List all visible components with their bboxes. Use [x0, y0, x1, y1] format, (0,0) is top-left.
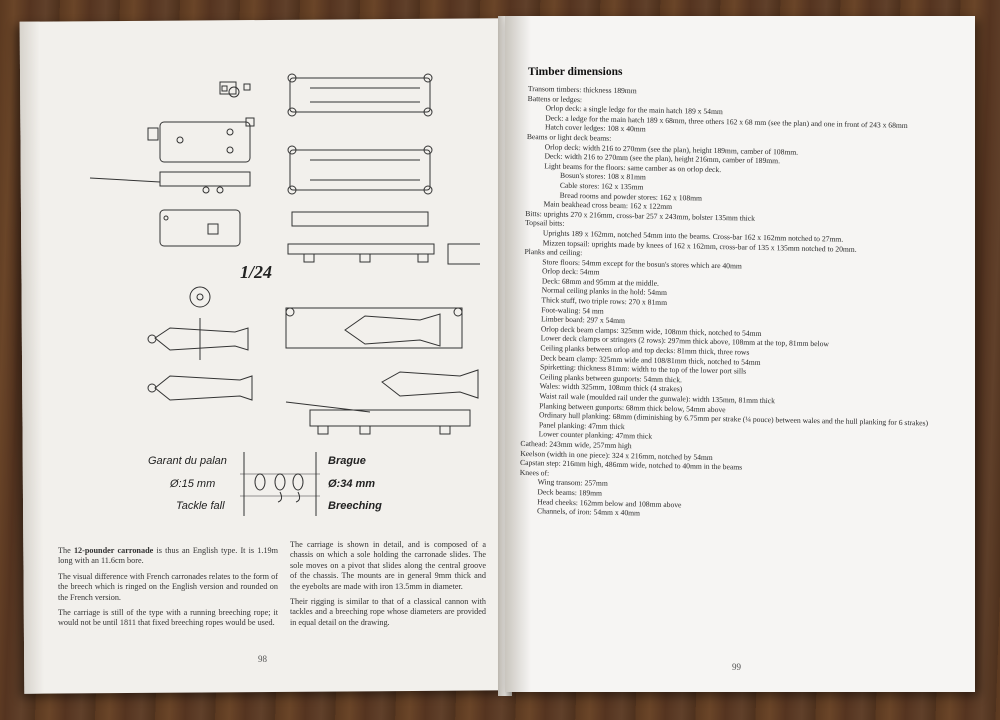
chassis-side-view — [159, 171, 251, 187]
legend-right-diameter: Ø:34 mm — [328, 478, 376, 490]
carriage-side-elevation — [309, 409, 471, 427]
legend-left-caption: Tackle fall — [176, 500, 225, 512]
legend-left-title: Garant du palan — [148, 455, 227, 467]
scale-label: 1/24 — [240, 262, 273, 282]
carriage-side-view — [291, 211, 429, 227]
trunnion-detail — [189, 286, 211, 308]
sole-plan — [159, 209, 241, 247]
carriage-second-view — [289, 149, 431, 191]
groove-section — [447, 243, 480, 265]
carriage-top-view — [289, 77, 431, 113]
carriage-base — [287, 243, 435, 255]
carronade-technical-drawings — [89, 73, 480, 435]
right-page — [505, 16, 975, 692]
carronade-on-carriage-side — [381, 369, 479, 399]
right-column-text: The carriage is shown in detail, and is … — [290, 540, 486, 633]
carronade-top-view — [154, 327, 249, 351]
legend-right-title: Brague — [328, 455, 366, 467]
carronade-side-view — [154, 375, 253, 401]
page-number-right: 99 — [732, 662, 741, 672]
emphasis: 12-pounder carronade — [73, 546, 154, 555]
paragraph: The carriage is still of the type with a… — [58, 608, 278, 628]
carriage-with-carronade-plan — [285, 307, 463, 349]
legend-left-diameter: Ø:15 mm — [170, 478, 216, 490]
page-title: Timber dimensions — [528, 66, 623, 78]
paragraph: The 12-pounder carronade is thus an Engl… — [58, 546, 278, 566]
legend-right-caption: Breeching — [328, 500, 382, 512]
paragraph: The carriage is shown in detail, and is … — [290, 540, 486, 591]
page-number-left: 98 — [258, 654, 267, 664]
left-column-text: The 12-pounder carronade is thus an Engl… — [58, 546, 278, 634]
fitting-part — [219, 81, 237, 95]
paragraph: Their rigging is similar to that of a cl… — [290, 597, 486, 627]
paragraph: The visual difference with French carron… — [58, 571, 278, 602]
chassis-top-view — [159, 121, 251, 163]
pulley-blocks-icon — [240, 452, 320, 516]
